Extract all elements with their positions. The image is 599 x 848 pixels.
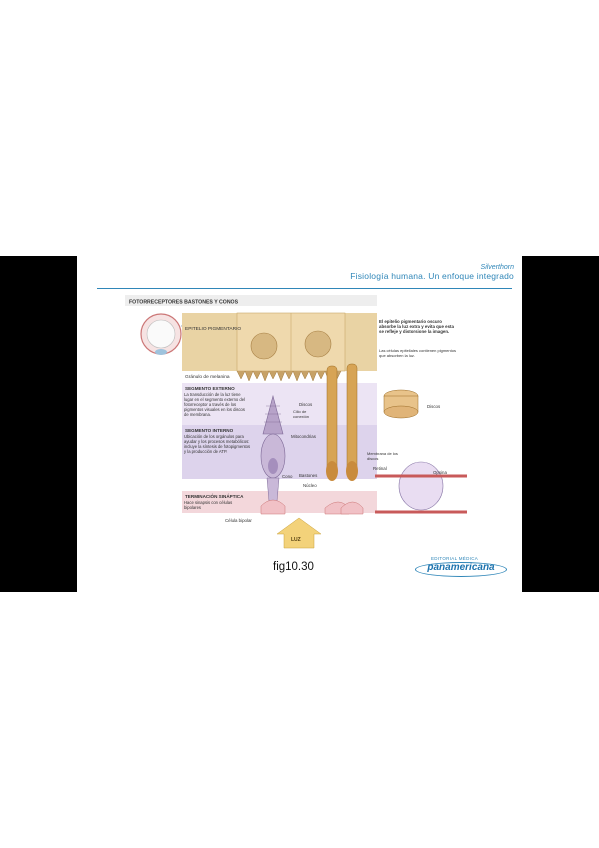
label-synaptic-title: TERMINACIÓN SINÁPTICA <box>185 492 244 499</box>
label-cone: Cono <box>282 474 293 479</box>
publisher-small: EDITORIAL MÉDICA <box>431 556 479 561</box>
label-outer-title: SEGMENTO EXTERNO <box>185 386 235 391</box>
author-name: Silverthorn <box>480 264 514 271</box>
label-epithelium: EPITELIO PIGMENTARIO <box>185 326 241 332</box>
label-outer-desc: La transducción de la luz tiene lugar en… <box>184 392 245 417</box>
right-black-bar <box>522 256 599 592</box>
label-synaptic-desc: Hace sinapsis con células bipolares <box>184 500 233 510</box>
left-black-bar <box>0 256 77 592</box>
outer-segment-band <box>182 383 377 425</box>
rod-cells <box>324 363 364 515</box>
synaptic-desc-box: Hace sinapsis con células bipolares <box>184 500 233 510</box>
cilium-box: Cilio de conexión <box>293 410 310 419</box>
figure-title: FOTORRECEPTORES BASTONES Y CONOS <box>129 300 239 306</box>
label-bipolar: Célula bipolar <box>225 518 252 523</box>
label-inner-desc: Ubicación de los orgánulos para ayudar y… <box>184 434 251 454</box>
label-epith-note: El epitelio pigmentario oscuro absorbe l… <box>379 319 454 335</box>
label-retinal: Retinal <box>373 466 387 471</box>
disc-stack <box>383 389 419 419</box>
outer-desc-box: La transducción de la luz tiene lugar en… <box>184 392 245 417</box>
light-label: LUZ <box>291 537 301 543</box>
photoreceptor-figure: FOTORRECEPTORES BASTONES Y CONOS <box>125 295 467 549</box>
epithelium-cells <box>236 312 346 382</box>
publisher-name: panamericana <box>427 562 495 573</box>
label-mitochondria: Mitocondrias <box>291 434 317 439</box>
label-discs-right: Discos <box>427 404 441 409</box>
label-connecting-cilium: Cilio de conexión <box>293 410 310 419</box>
epith-note-box: El epitelio pigmentario oscuro absorbe l… <box>379 319 454 335</box>
label-rod: Bastones <box>299 473 318 478</box>
label-discs: Discos <box>299 402 313 407</box>
figure-caption: fig10.30 <box>273 561 314 573</box>
figure-title-bar <box>125 295 377 306</box>
publisher-logo: EDITORIAL MÉDICA panamericana <box>415 556 507 578</box>
epith-note2-box: Las células epiteliales contienen pigmen… <box>379 349 456 358</box>
light-arrow <box>276 517 322 549</box>
membrane-detail <box>375 461 467 514</box>
label-opsin: Opsina <box>433 470 447 475</box>
book-title: Fisiología humana. Un enfoque integrado <box>350 271 514 281</box>
cone-cell <box>260 394 286 515</box>
slide: Silverthorn Fisiología humana. Un enfoqu… <box>77 256 522 592</box>
header-rule <box>97 288 512 289</box>
publisher-ellipse <box>415 562 507 577</box>
brand-header: Silverthorn Fisiología humana. Un enfoqu… <box>350 264 514 281</box>
label-nucleus: Núcleo <box>303 483 317 488</box>
label-epith-note2: Las células epiteliales contienen pigmen… <box>379 349 456 358</box>
label-inner-title: SEGMENTO INTERNO <box>185 428 234 433</box>
inner-desc-box: Ubicación de los orgánulos para ayudar y… <box>184 434 251 454</box>
label-melanin: Gránulo de melanina <box>185 374 230 380</box>
label-disc-membrane: Membrana de los discos <box>367 452 398 461</box>
disc-membrane-box: Membrana de los discos <box>367 452 398 461</box>
